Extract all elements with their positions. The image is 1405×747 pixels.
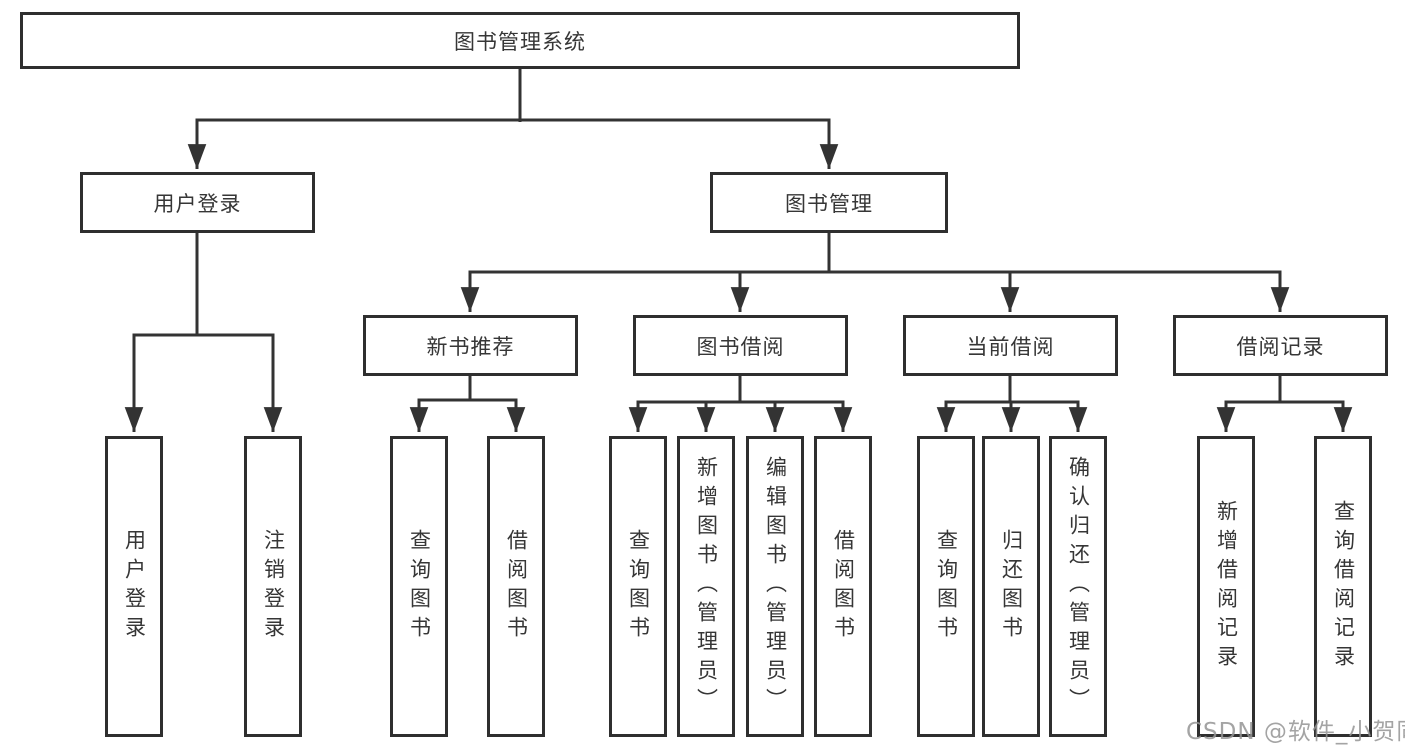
node-label: 图书管理	[785, 191, 873, 216]
node-leaf-borrow-books: 借阅图书	[814, 436, 872, 737]
node-label: 图书借阅	[696, 334, 785, 359]
node-leaf-confirm-return-admin: 确认归还（管理员）	[1049, 436, 1107, 737]
node-label: 查询图书	[407, 528, 432, 645]
node-label: 借阅图书	[504, 528, 529, 645]
node-label: 图书管理系统	[454, 29, 586, 54]
node-book-borrowing: 图书借阅	[633, 315, 848, 376]
node-label: 确认归还（管理员）	[1066, 456, 1091, 717]
node-label: 查询图书	[934, 528, 959, 645]
node-leaf-recommend-borrow-books: 借阅图书	[487, 436, 545, 737]
node-label: 当前借阅	[966, 334, 1055, 359]
node-label: 查询图书	[626, 528, 651, 645]
node-borrowing-records: 借阅记录	[1173, 315, 1388, 376]
node-book-management-branch: 图书管理	[710, 172, 948, 233]
node-label: 归还图书	[999, 528, 1024, 645]
node-label: 借阅图书	[831, 528, 856, 645]
node-label: 查询借阅记录	[1331, 499, 1356, 674]
node-leaf-user-login: 用户登录	[105, 436, 163, 737]
node-leaf-return-books: 归还图书	[982, 436, 1040, 737]
node-label: 用户登录	[153, 191, 242, 216]
node-label: 注销登录	[261, 528, 286, 645]
node-label: 借阅记录	[1236, 334, 1325, 359]
node-leaf-recommend-query-books: 查询图书	[390, 436, 448, 737]
node-leaf-query-borrow-record: 查询借阅记录	[1314, 436, 1372, 737]
node-leaf-add-books-admin: 新增图书（管理员）	[677, 436, 735, 737]
node-leaf-borrowing-query-books: 查询图书	[609, 436, 667, 737]
node-leaf-add-borrow-record: 新增借阅记录	[1197, 436, 1255, 737]
node-leaf-current-query-books: 查询图书	[917, 436, 975, 737]
node-current-borrowing: 当前借阅	[903, 315, 1118, 376]
csdn-watermark: CSDN @软件_小贺同学	[1186, 719, 1405, 745]
node-leaf-logout: 注销登录	[244, 436, 302, 737]
node-label: 新增借阅记录	[1214, 499, 1239, 674]
node-label: 用户登录	[122, 528, 147, 645]
node-leaf-edit-books-admin: 编辑图书（管理员）	[746, 436, 804, 737]
node-label: 新书推荐	[426, 334, 515, 359]
node-label: 新增图书（管理员）	[694, 456, 719, 717]
node-label: 编辑图书（管理员）	[763, 456, 788, 717]
node-library-management-system: 图书管理系统	[20, 12, 1020, 69]
node-user-login-branch: 用户登录	[80, 172, 315, 233]
node-new-book-recommendation: 新书推荐	[363, 315, 578, 376]
